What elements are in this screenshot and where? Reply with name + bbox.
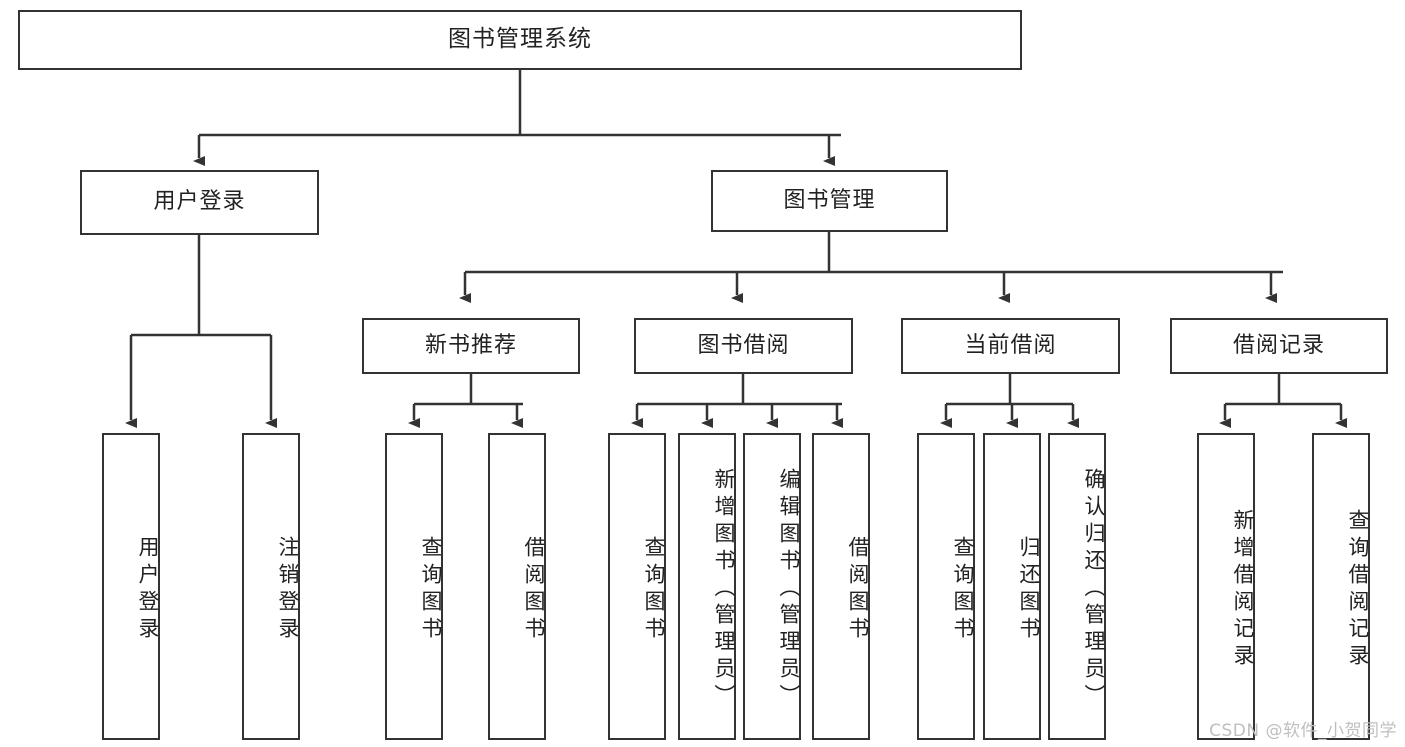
node-label: 借阅图书 [846, 535, 870, 644]
leaf-user-login[interactable]: 用户登录 [102, 433, 160, 740]
csdn-watermark: CSDN @软件_小贺同学 [1209, 721, 1397, 741]
leaf-br-query-record[interactable]: 查询借阅记录 [1312, 433, 1370, 740]
leaf-bb-add-book[interactable]: 新增图书（管理员） [678, 433, 736, 740]
node-label: 查询图书 [642, 535, 666, 644]
node-label: 用户登录 [136, 535, 160, 644]
node-label: 查询借阅记录 [1346, 508, 1370, 671]
leaf-cb-return-book[interactable]: 归还图书 [983, 433, 1041, 740]
node-label: 当前借阅 [964, 332, 1057, 358]
node-label: 确认归还（管理员） [1082, 468, 1106, 711]
leaf-bb-query-book[interactable]: 查询图书 [608, 433, 666, 740]
node-borrow-record[interactable]: 借阅记录 [1170, 318, 1388, 374]
node-label: 新增借阅记录 [1231, 508, 1255, 671]
node-label: 查询图书 [951, 535, 975, 644]
leaf-nb-query-book[interactable]: 查询图书 [385, 433, 443, 740]
node-label: 用户登录 [153, 189, 246, 215]
node-label: 归还图书 [1017, 535, 1041, 644]
node-label: 图书管理系统 [448, 26, 592, 53]
node-label: 借阅图书 [522, 535, 546, 644]
leaf-logout[interactable]: 注销登录 [242, 433, 300, 740]
node-label: 借阅记录 [1232, 332, 1325, 358]
node-label: 注销登录 [276, 535, 300, 644]
node-label: 图书管理 [783, 187, 876, 213]
node-label: 新增图书（管理员） [712, 468, 736, 711]
leaf-br-add-record[interactable]: 新增借阅记录 [1197, 433, 1255, 740]
node-book-borrow[interactable]: 图书借阅 [634, 318, 853, 374]
node-label: 图书借阅 [697, 332, 790, 358]
leaf-bb-edit-book[interactable]: 编辑图书（管理员） [743, 433, 801, 740]
node-current-borrow[interactable]: 当前借阅 [901, 318, 1120, 374]
node-book-management[interactable]: 图书管理 [711, 170, 948, 232]
leaf-cb-confirm-return[interactable]: 确认归还（管理员） [1048, 433, 1106, 740]
node-root-system[interactable]: 图书管理系统 [18, 10, 1022, 70]
leaf-nb-borrow-book[interactable]: 借阅图书 [488, 433, 546, 740]
leaf-bb-borrow-book[interactable]: 借阅图书 [812, 433, 870, 740]
node-label: 查询图书 [419, 535, 443, 644]
node-label: 新书推荐 [424, 332, 517, 358]
node-label: 编辑图书（管理员） [777, 468, 801, 711]
node-new-book-recommend[interactable]: 新书推荐 [362, 318, 580, 374]
node-user-login[interactable]: 用户登录 [80, 170, 319, 235]
leaf-cb-query-book[interactable]: 查询图书 [917, 433, 975, 740]
